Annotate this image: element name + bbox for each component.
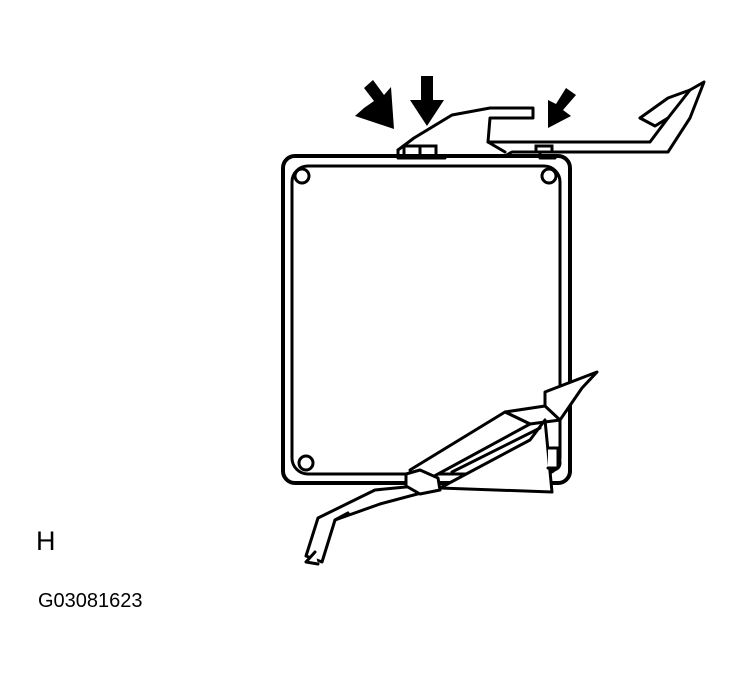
arrow-icon [548,88,576,128]
arrow-icon [355,80,394,129]
arrow-icon [410,76,444,126]
wiring-connector-icon [304,370,599,566]
view-label: H [36,526,56,556]
mount-hole-icon [293,167,311,185]
mount-hole-icon [540,167,558,185]
mount-hole-icon [297,454,315,472]
figure-code: G03081623 [38,590,143,612]
bolt-icon [402,144,554,154]
